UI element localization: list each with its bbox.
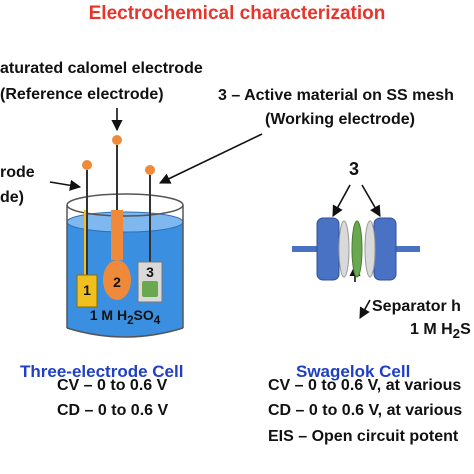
swagelok-cell bbox=[292, 217, 420, 281]
electrode-2-terminal bbox=[112, 135, 122, 145]
electrode-3-material bbox=[142, 281, 158, 297]
swagelok-condition-eis: EIS – Open circuit potent bbox=[268, 428, 459, 445]
swagelok-condition-cv: CV – 0 to 0.6 V, at various bbox=[268, 377, 462, 394]
three-electrode-cell-title: Three-electrode Cell bbox=[20, 362, 184, 381]
electrode-1-plate bbox=[76, 274, 98, 308]
separator-label: Separator h bbox=[372, 298, 461, 315]
working-electrode-role: (Working electrode) bbox=[265, 111, 415, 128]
beaker-rim bbox=[66, 193, 184, 217]
swagelok-separator bbox=[351, 220, 363, 278]
swagelok-cell-title: Swagelok Cell bbox=[296, 362, 411, 381]
electrode-3-label: 3 bbox=[146, 264, 154, 280]
diagram-title: Electrochemical characterization bbox=[88, 3, 386, 24]
marker3-arrow-left bbox=[332, 184, 351, 217]
beaker-bottom bbox=[66, 327, 184, 338]
electrode-1-label: 1 bbox=[83, 282, 91, 298]
three-electrode-condition-cd: CD – 0 to 0.6 V bbox=[57, 402, 169, 419]
separator-arrow-down bbox=[359, 299, 371, 319]
swagelok-electrode-left bbox=[338, 220, 350, 278]
working-arrow bbox=[158, 133, 263, 184]
electrolyte-label: 1 M H2SO4 bbox=[89, 307, 161, 327]
electrode-1 bbox=[76, 160, 98, 308]
electrode-2-tube bbox=[111, 210, 123, 260]
separator-electrolyte-label: 1 M H2S bbox=[410, 321, 471, 342]
counter-electrode-role: de) bbox=[0, 189, 24, 206]
electrode-2 bbox=[103, 135, 131, 300]
counter-arrow bbox=[49, 179, 82, 191]
electrode-1-terminal bbox=[82, 160, 92, 170]
swagelok-electrode-right bbox=[364, 220, 376, 278]
electrode-3-terminal bbox=[145, 165, 155, 175]
three-electrode-condition-cv: CV – 0 to 0.6 V bbox=[57, 377, 168, 394]
swagelok-condition-cd: CD – 0 to 0.6 V, at various bbox=[268, 402, 463, 419]
reference-electrode-role: (Reference electrode) bbox=[0, 86, 164, 103]
reference-electrode-label: aturated calomel electrode bbox=[0, 60, 203, 77]
swagelok-body-right bbox=[373, 217, 397, 281]
swagelok-body-left bbox=[316, 217, 340, 281]
electrode-2-label: 2 bbox=[113, 274, 121, 290]
counter-electrode-label: rode bbox=[0, 164, 35, 181]
electrode-2-bulb bbox=[103, 260, 131, 300]
working-electrode-label: 3 – Active material on SS mesh bbox=[218, 87, 454, 104]
working-electrode-marker: 3 bbox=[349, 159, 360, 179]
marker3-arrow-right bbox=[361, 184, 381, 217]
electrode-3 bbox=[137, 165, 163, 303]
